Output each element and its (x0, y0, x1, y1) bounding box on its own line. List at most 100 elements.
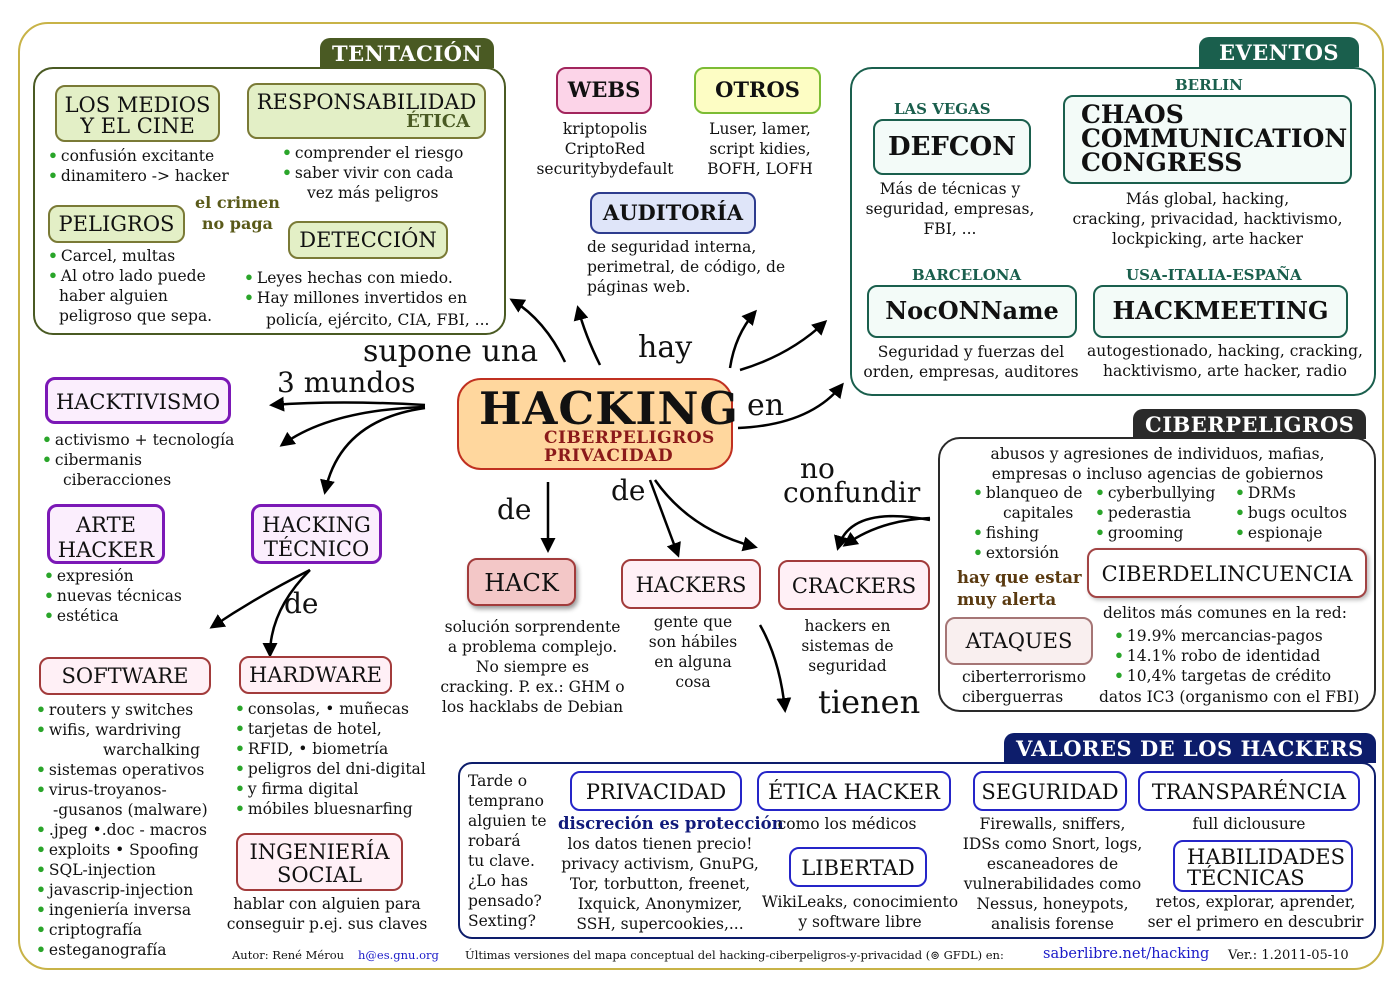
connector-no: no (800, 452, 835, 485)
hardware-item: •móbiles bluesnarfing (235, 799, 413, 818)
medios-box: LOS MEDIOS Y EL CINE (55, 85, 220, 142)
noconname-city: BARCELONA (912, 266, 1022, 284)
seguridad-lines: Firewalls, sniffers,IDSs como Snort, log… (962, 815, 1143, 933)
software-line: •esteganografía (36, 940, 167, 959)
arrow-to-crackers (834, 514, 931, 551)
connector-en: en (747, 388, 785, 423)
hardware-box: HARDWARE (239, 656, 392, 694)
arrow-to-arte (279, 405, 426, 447)
responsabilidad-title-1: RESPONSABILIDAD (256, 90, 477, 114)
hacktivismo-item-2: •cibermanis (42, 450, 142, 469)
crackers-box: CRACKERS (778, 560, 930, 610)
defcon-city: LAS VEGAS (894, 100, 991, 118)
webs-box: WEBS (556, 67, 652, 114)
deteccion-box: DETECCIÓN (288, 221, 448, 259)
arrow-to-auditoria (739, 319, 828, 372)
connector-de-2: de (611, 474, 646, 507)
software-line: •ingeniería inversa (36, 900, 192, 919)
arrow-to-hackers-2 (653, 479, 758, 552)
hack-box: HACK (467, 558, 576, 606)
hacking-sub-2: PRIVACIDAD (544, 446, 674, 466)
arrow-to-software (209, 568, 311, 629)
software-line: •.jpeg •.doc - macros (36, 820, 208, 839)
connector-supone: supone una (363, 334, 539, 369)
software-line: warchalking (103, 741, 201, 759)
arrow-to-hacktivismo (269, 396, 426, 412)
ciber-col-2: •cyberbullying •pederastia •grooming (1095, 483, 1216, 542)
footer-autor: Autor: René Mérou (232, 948, 345, 962)
arrow-to-eventos (737, 382, 844, 430)
deteccion-cont: policía, ejército, CIA, FBI, ... (266, 311, 490, 329)
peligros-cont-2: peligroso que sepa. (59, 307, 213, 325)
otros-lines: Luser, lamer,script kidies,BOFH, LOFH (707, 120, 813, 178)
ccc-lines: Más global, hacking,cracking, privacidad… (1072, 190, 1343, 248)
otros-box: OTROS (694, 67, 821, 114)
ciberpeligros-intro: abusos y agresiones de individuos, mafia… (990, 445, 1325, 483)
medios-title-2: Y EL CINE (80, 114, 195, 138)
valores-panel (458, 762, 1376, 939)
peligros-item-1: •Carcel, multas (48, 246, 176, 265)
valores-tab: VALORES DE LOS HACKERS (1004, 733, 1376, 763)
delitos-text: delitos más comunes en la red: (1103, 604, 1347, 622)
connector-mundos: 3 mundos (277, 366, 416, 399)
stats-list: •19.9% mercancias-pagos •14.1% robo de i… (1114, 626, 1332, 685)
noconname-box: NocONName (867, 285, 1077, 338)
ccc-city: BERLIN (1175, 76, 1243, 94)
auditoria-lines: de seguridad interna,perimetral, de códi… (587, 238, 786, 296)
hackmeeting-city: USA-ITALIA-ESPAÑA (1126, 266, 1302, 284)
deteccion-item-1: •Leyes hechas con miedo. (244, 268, 453, 287)
arrow-to-valores (758, 624, 792, 713)
hacking-title: HACKING (479, 382, 739, 435)
libertad-box: LIBERTAD (789, 847, 927, 887)
software-line: •routers y switches (36, 700, 194, 719)
medios-item-1: •confusión excitante (48, 146, 215, 165)
responsabilidad-title-2: ÉTICA (406, 111, 470, 132)
outer-frame (18, 22, 1384, 970)
responsabilidad-box: RESPONSABILIDAD ÉTICA (247, 83, 486, 139)
software-box: SOFTWARE (39, 657, 211, 695)
privacidad-box: PRIVACIDAD (570, 771, 742, 811)
footer-url-link[interactable]: saberlibre.net/hacking (1043, 946, 1210, 962)
etica-line: como los médicos (777, 815, 917, 833)
software-list: •routers y switches •wifis, wardriving w… (36, 700, 208, 960)
footer-email-link[interactable]: h@es.gnu.org (358, 948, 439, 962)
software-line: •javascrip-injection (36, 880, 194, 899)
arrow-to-webs (573, 305, 602, 366)
ciberpeligros-panel (938, 437, 1376, 712)
connector-confundir: confundir (783, 476, 921, 509)
hackmeeting-box: HACKMEETING (1093, 285, 1348, 338)
arrow-to-tecnico (320, 406, 426, 495)
hardware-item: •tarjetas de hotel, (235, 719, 382, 738)
tentacion-panel (33, 67, 506, 335)
hardware-item: •RFID, • biometría (235, 739, 389, 758)
transparencia-line: full diclousure (1192, 815, 1306, 833)
software-line: •sistemas operativos (36, 760, 205, 779)
ataques-box: ATAQUES (945, 617, 1093, 665)
auditoria-box: AUDITORÍA (590, 192, 756, 234)
hardware-item: •consolas, • muñecas (235, 699, 409, 718)
privacidad-lines: los datos tienen precio!privacy activism… (561, 835, 759, 933)
hardware-item: •y firma digital (235, 779, 359, 798)
arte-item-3: •estética (44, 606, 119, 625)
footer-version: Ver.: 1.2011-05-10 (1228, 948, 1349, 963)
defcon-box: DEFCON (873, 119, 1031, 175)
hardware-list: •consolas, • muñecas •tarjetas de hotel,… (235, 699, 426, 819)
connector-hay: hay (638, 330, 693, 365)
connector-de-3: de (284, 587, 319, 620)
peligros-item-2: •Al otro lado puede (48, 266, 206, 285)
transparencia-box: TRANSPARÉNCIA (1138, 771, 1360, 811)
tentacion-tab: TENTACIÓN (320, 38, 495, 68)
ciber-col-1: •blanqueo de capitales •fishing •extorsi… (973, 483, 1083, 562)
